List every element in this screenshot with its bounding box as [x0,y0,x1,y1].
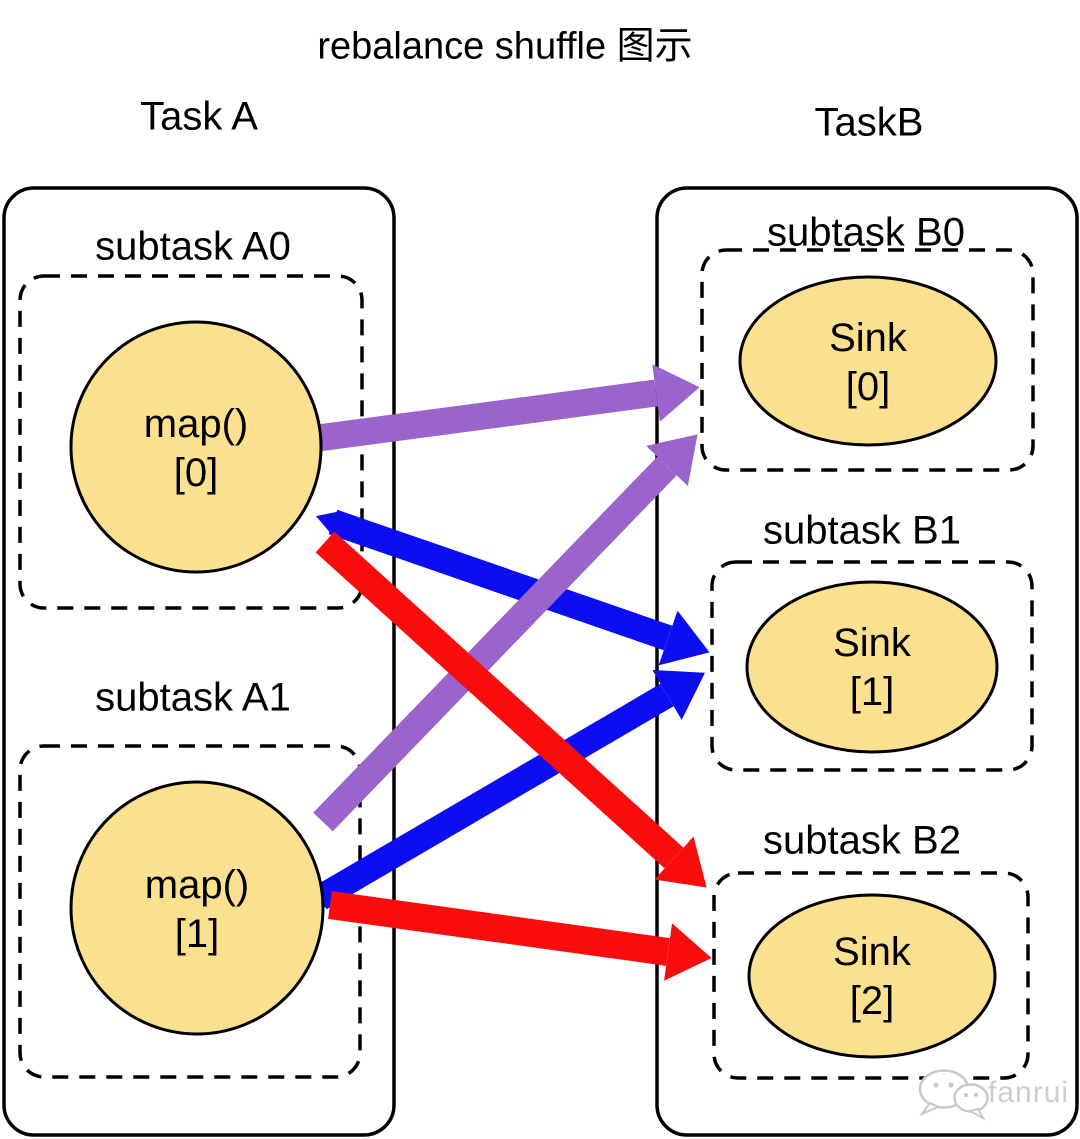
subtask-b0-box [700,248,1035,472]
map-0-node [69,320,323,574]
sink-2-node [747,893,997,1059]
subtask-b1-box [710,560,1034,772]
sink-1-line1: Sink [833,621,911,666]
sink-0-label: Sink [0] [829,314,907,412]
edge-map0-to-sink2 [315,531,707,888]
wechat-icon [918,1069,989,1121]
sink-2-line1: Sink [833,930,911,975]
sink-0-node [738,275,998,447]
map-0-line1: map() [143,402,249,447]
page-title: rebalance shuffle 图示 [317,25,693,68]
watermark-text: fanrui [988,1076,1070,1109]
map-1-line1: map() [144,863,250,908]
subtask-b2-label: subtask B2 [763,818,961,863]
map-0-line2: [0] [173,451,219,495]
subtask-a0-label: subtask A0 [95,224,291,269]
task-b-title: TaskB [814,100,924,145]
map-1-node [69,780,325,1036]
sink-1-node [745,580,999,754]
sink-2-line2: [2] [849,979,895,1023]
map-0-label: map() [0] [144,400,248,498]
task-a-title: Task A [140,94,258,139]
edge-map0-to-sink1 [315,509,710,666]
map-1-label: map() [1] [145,861,249,959]
edge-map1-to-sink0 [313,434,698,832]
sink-0-line2: [0] [845,365,891,409]
edge-map1-to-sink2 [328,891,712,981]
subtask-a1-label: subtask A1 [95,675,291,720]
edge-map0-to-sink0 [316,364,700,452]
map-1-line2: [1] [174,912,220,956]
edge-map1-to-sink1 [304,669,705,910]
sink-1-line2: [1] [849,670,895,714]
subtask-b1-label: subtask B1 [763,508,961,553]
sink-2-label: Sink [2] [833,928,911,1026]
sink-1-label: Sink [1] [833,619,911,717]
subtask-b2-box [712,871,1030,1080]
sink-0-line1: Sink [829,316,907,361]
subtask-b0-label: subtask B0 [767,210,965,255]
